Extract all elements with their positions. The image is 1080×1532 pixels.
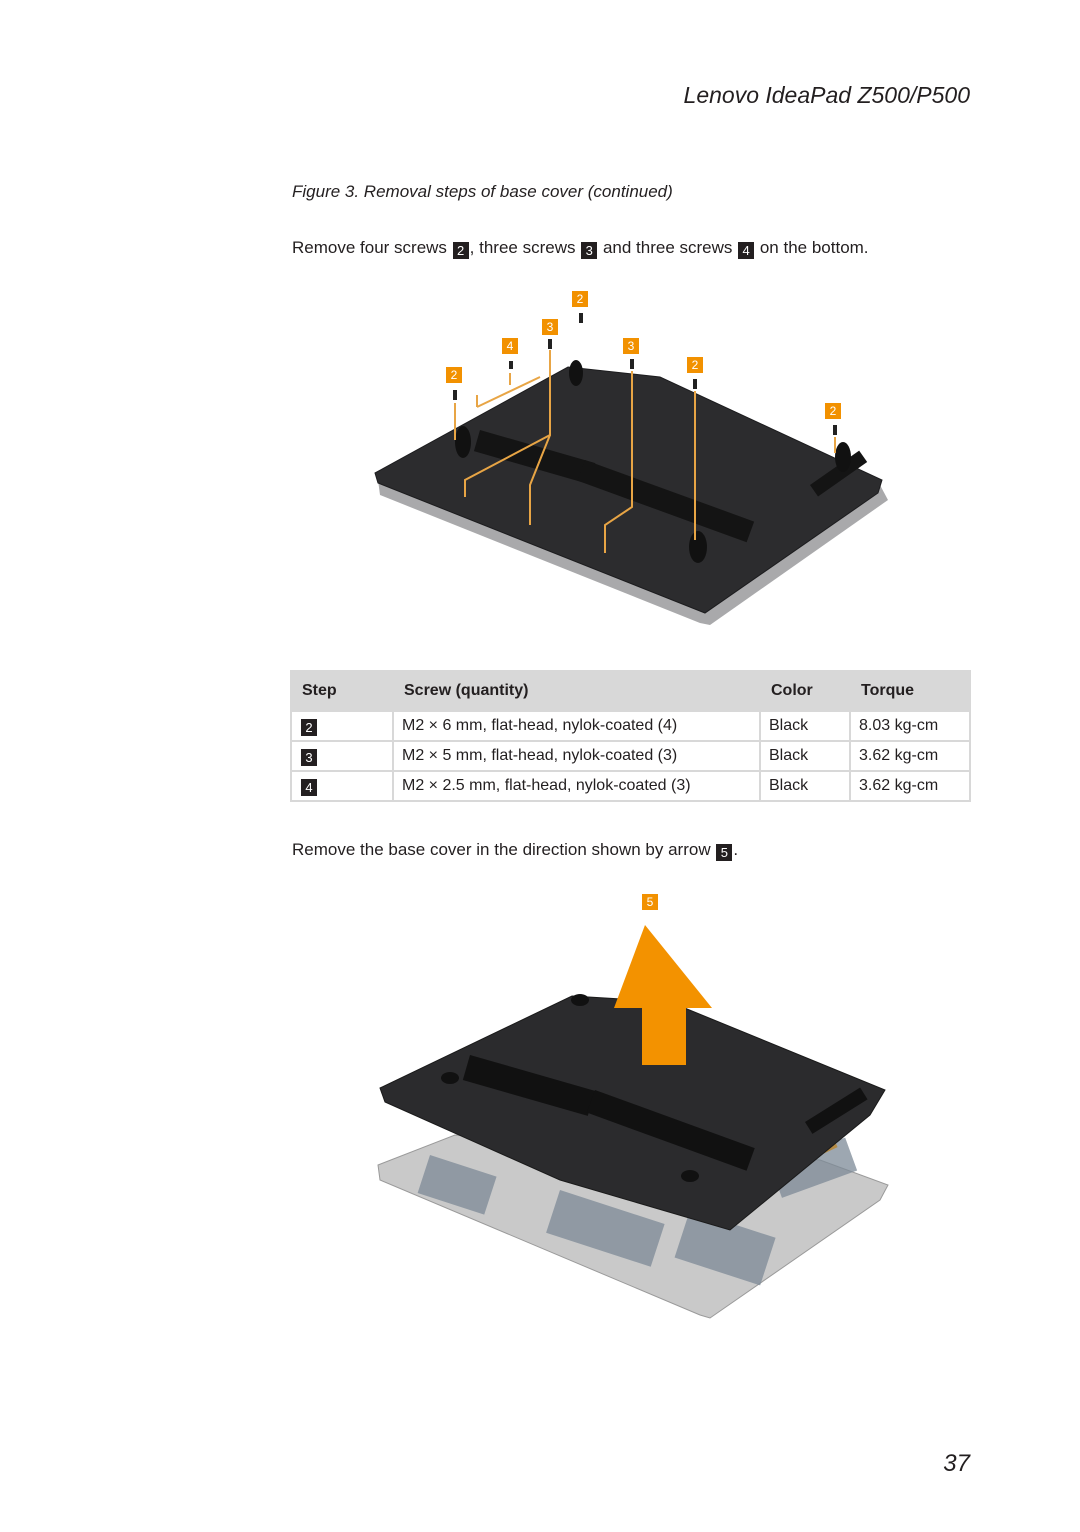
instruction-text: on the bottom.	[755, 238, 869, 257]
callout-badge	[446, 367, 462, 383]
callout-label: 4	[507, 339, 514, 353]
instruction-text: Remove four screws	[292, 238, 452, 257]
table-cell-color: Black	[759, 710, 851, 742]
table-cell-torque: 3.62 kg-cm	[849, 740, 971, 772]
callout-badge	[642, 894, 658, 910]
document-header-title: Lenovo IdeaPad Z500/P500	[683, 82, 970, 108]
column-header-color: Color	[759, 670, 851, 712]
column-header-torque: Torque	[849, 670, 971, 712]
callout-badge	[572, 291, 588, 307]
column-header-step: Step	[290, 670, 394, 712]
callout-label: 3	[547, 320, 554, 334]
callout-label: 2	[830, 404, 837, 418]
callout-label: 2	[451, 368, 458, 382]
callout-badge	[542, 319, 558, 335]
page-number: 37	[943, 1450, 970, 1477]
callout-badge	[687, 357, 703, 373]
step-badge: 2	[452, 242, 469, 259]
instruction-text: .	[733, 840, 739, 859]
callout-badge	[502, 338, 518, 354]
step-badge: 3	[581, 242, 598, 259]
lift-direction-arrow	[614, 925, 712, 1065]
callout-badge	[825, 403, 841, 419]
instruction-remove-screws: Remove four screws 2, three screws 3 and…	[292, 238, 869, 259]
table-cell-screw: M2 × 5 mm, flat-head, nylok-coated (3)	[392, 740, 761, 772]
table-cell-color: Black	[759, 770, 851, 802]
step-badge: 2	[301, 718, 317, 736]
table-cell-screw: M2 × 6 mm, flat-head, nylok-coated (4)	[392, 710, 761, 742]
instruction-text: , three screws	[469, 238, 581, 257]
column-header-screw: Screw (quantity)	[392, 670, 761, 712]
screw-specification-table: Step Screw (quantity) Color Torque 2 M2 …	[290, 670, 971, 802]
figure-caption: Figure 3. Removal steps of base cover (c…	[292, 182, 673, 201]
table-cell-step: 3	[290, 740, 394, 772]
instruction-remove-cover: Remove the base cover in the direction s…	[292, 840, 738, 861]
table-cell-step: 2	[290, 710, 394, 742]
table-row: 3 M2 × 5 mm, flat-head, nylok-coated (3)…	[290, 740, 971, 772]
table-header-row: Step Screw (quantity) Color Torque	[290, 670, 971, 712]
table-cell-torque: 3.62 kg-cm	[849, 770, 971, 802]
table-row: 2 M2 × 6 mm, flat-head, nylok-coated (4)…	[290, 710, 971, 742]
table-cell-step: 4	[290, 770, 394, 802]
step-badge: 3	[301, 748, 317, 766]
step-badge: 5	[716, 844, 733, 861]
callout-badge	[623, 338, 639, 354]
callout-label: 2	[692, 358, 699, 372]
step-badge: 4	[301, 778, 317, 796]
callout-label: 3	[628, 339, 635, 353]
instruction-text: Remove the base cover in the direction s…	[292, 840, 716, 859]
step-badge: 4	[738, 242, 755, 259]
callout-label: 5	[647, 895, 654, 909]
laptop-bottom-screws-illustration: 2 3 4 2 3 2 2	[374, 291, 888, 625]
table-cell-torque: 8.03 kg-cm	[849, 710, 971, 742]
table-row: 4 M2 × 2.5 mm, flat-head, nylok-coated (…	[290, 770, 971, 802]
table-cell-screw: M2 × 2.5 mm, flat-head, nylok-coated (3)	[392, 770, 761, 802]
instruction-text: and three screws	[598, 238, 738, 257]
base-cover-removal-illustration: 5	[377, 894, 889, 1319]
callout-label: 2	[577, 292, 584, 306]
table-cell-color: Black	[759, 740, 851, 772]
